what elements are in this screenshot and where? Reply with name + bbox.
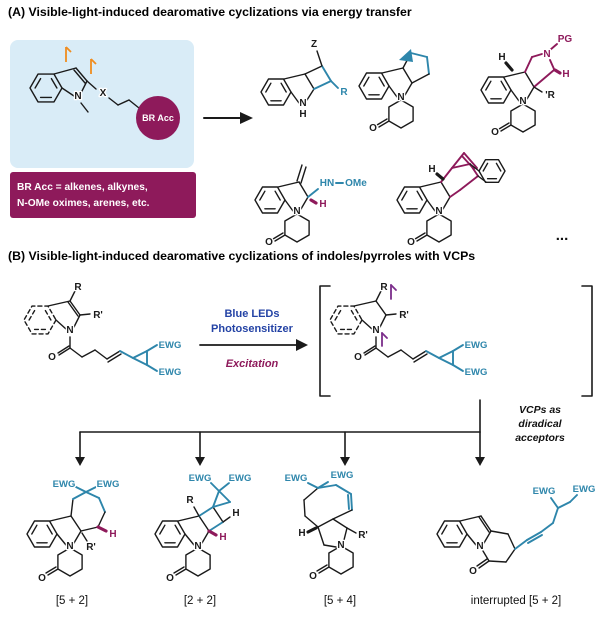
atom-label-o: O <box>265 237 273 248</box>
atom-label-h: H <box>219 532 226 543</box>
note-line-2: diradical <box>518 418 562 430</box>
atom-label-n: N <box>299 98 306 109</box>
product-label-interrupted-5-2: interrupted [5 + 2] <box>471 595 561 607</box>
product-arene-cycloadduct: H N O <box>396 152 506 249</box>
product-oxime: HN OMe H N O <box>254 164 369 249</box>
br-acc-circle <box>136 96 180 140</box>
product-label-2-2: [2 + 2] <box>184 595 216 607</box>
conditions-line-2: Photosensitizer <box>211 323 294 335</box>
atom-label-n: N <box>435 206 442 217</box>
indole-substrate: N X <box>29 67 140 113</box>
atom-label-n: N <box>519 96 526 107</box>
product-5-2: EWG EWG H R' N O <box>26 478 121 585</box>
atom-label-o: O <box>354 352 362 363</box>
substituent-r-prime: R' <box>86 542 96 553</box>
atom-label-n: N <box>66 325 73 336</box>
note-line-3: acceptors <box>515 432 565 444</box>
product-cyclobutane: Z R N H <box>260 38 350 121</box>
bracket-left <box>319 285 331 397</box>
atom-label-h: H <box>232 508 239 519</box>
atom-label-h: H <box>298 528 305 539</box>
product-n-pg: H N PG H 'R N O <box>480 33 574 139</box>
vcps-note: VCPs as diradical acceptors <box>515 404 565 444</box>
legend-box <box>10 172 196 218</box>
substituent-r: R <box>74 282 82 293</box>
ewg-label: EWG <box>97 479 120 490</box>
substituent-r: R <box>186 495 194 506</box>
panel-b: R R' N O EWG EWG Blue LEDs Photosensitiz… <box>23 281 597 607</box>
atom-label-h: H <box>428 164 435 175</box>
atom-label-n: N <box>66 541 73 552</box>
ewg-label: EWG <box>573 484 596 495</box>
legend-line-1: BR Acc = alkenes, alkynes, <box>17 182 148 193</box>
substituent-z: Z <box>311 39 317 50</box>
atom-label-n: N <box>476 541 483 552</box>
ewg-label: EWG <box>285 473 308 484</box>
legend-line-2: N-OMe oximes, arenes, etc. <box>17 198 150 209</box>
ewg-label: EWG <box>465 367 488 378</box>
atom-label-h: H <box>299 109 306 120</box>
atom-label-n: N <box>372 325 379 336</box>
excitation-harpoons <box>65 46 97 74</box>
protecting-group-label: PG <box>558 34 573 45</box>
product-bridged-bicycle: N O <box>358 49 430 135</box>
substituent-r-prime: R' <box>93 310 103 321</box>
substituent-r-prime: R' <box>399 310 409 321</box>
atom-label-o: O <box>491 127 499 138</box>
atom-label-n-pg: N <box>543 49 550 60</box>
panel-a: N X BR Acc BR Acc = alkenes, alkynes, N-… <box>10 33 574 249</box>
substituent-r-prime: R' <box>358 530 368 541</box>
atom-label-o: O <box>166 573 174 584</box>
atom-label-n: N <box>293 206 300 217</box>
ewg-label: EWG <box>53 479 76 490</box>
ewg-label: EWG <box>159 340 182 351</box>
atom-label-hn: HN <box>320 178 334 189</box>
panel-b-title: (B) Visible-light-induced dearomative cy… <box>8 249 476 263</box>
substituent-r: R <box>340 87 348 98</box>
bracket-right <box>581 285 593 397</box>
atom-label-h: H <box>498 52 505 63</box>
atom-label-h: H <box>319 199 326 210</box>
excitation-label: Excitation <box>226 358 279 370</box>
branch-arrows <box>75 399 485 466</box>
atom-label-o: O <box>469 566 477 577</box>
atom-label-n: N <box>74 91 81 102</box>
product-interrupted-5-2: N O EWG EWG <box>436 483 597 578</box>
atom-label-o: O <box>407 237 415 248</box>
atom-label-o: O <box>309 571 317 582</box>
ewg-label: EWG <box>229 473 252 484</box>
atom-label-o: O <box>48 352 56 363</box>
conditions-arrow: Blue LEDs Photosensitizer Excitation <box>199 308 308 370</box>
substituent-r: R <box>380 282 388 293</box>
atom-label-n: N <box>397 92 404 103</box>
ewg-label: EWG <box>331 470 354 481</box>
br-acc-label: BR Acc <box>142 113 174 123</box>
excited-intermediate: R R' N O EWG EWG <box>329 281 489 379</box>
product-label-5-2: [5 + 2] <box>56 595 88 607</box>
product-label-5-4: [5 + 4] <box>324 595 356 607</box>
linker-label-x: X <box>100 88 107 99</box>
product-2-2: EWG EWG R H H N O <box>154 472 253 585</box>
ewg-label: EWG <box>465 340 488 351</box>
note-line-1: VCPs as <box>519 404 561 416</box>
atom-label-o: O <box>369 123 377 134</box>
ewg-label: EWG <box>533 486 556 497</box>
substituent-r: 'R <box>545 90 555 101</box>
atom-label-n: N <box>194 541 201 552</box>
atom-label-o: O <box>38 573 46 584</box>
ewg-label: EWG <box>189 473 212 484</box>
panel-a-title: (A) Visible-light-induced dearomative cy… <box>8 5 412 19</box>
vcp-substrate: R R' N O EWG EWG <box>23 281 183 379</box>
atom-label-h: H <box>562 69 569 80</box>
reaction-arrow-a <box>203 112 253 124</box>
ellipsis: ... <box>556 227 569 244</box>
product-5-4: EWG EWG H R' N O <box>283 469 369 584</box>
ewg-label: EWG <box>159 367 182 378</box>
atom-label-ome: OMe <box>345 178 367 189</box>
atom-label-n: N <box>337 540 344 551</box>
atom-label-h: H <box>109 529 116 540</box>
conditions-line-1: Blue LEDs <box>224 308 279 320</box>
